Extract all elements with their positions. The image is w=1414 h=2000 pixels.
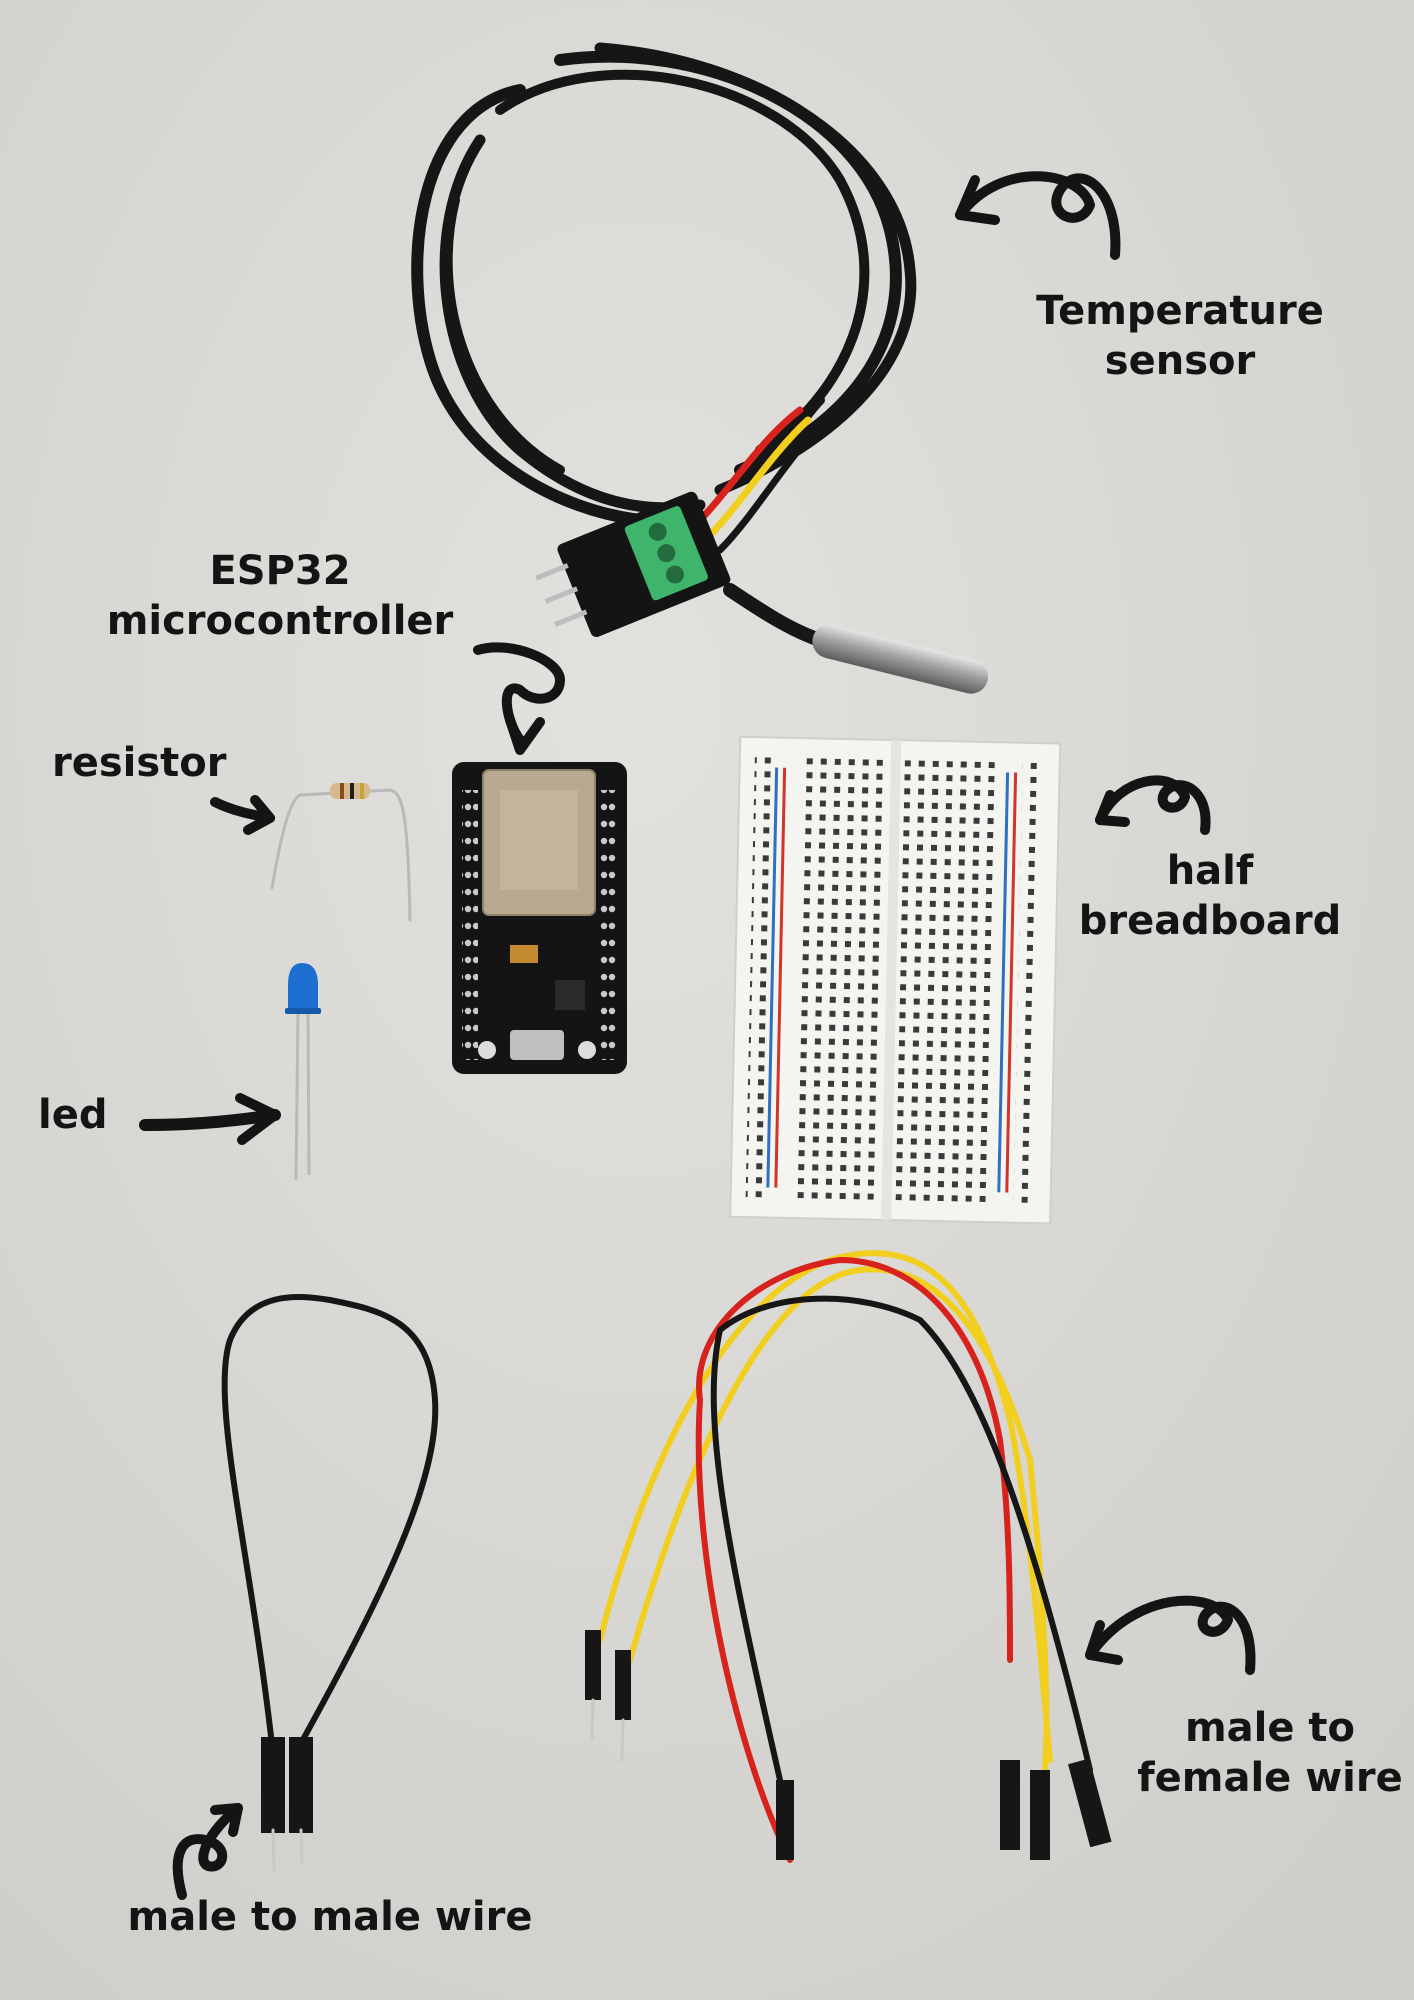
resistor xyxy=(270,783,412,922)
arrow-breadboard xyxy=(1095,775,1211,835)
label-temperature-sensor-line1: Temperature xyxy=(1036,288,1324,334)
label-resistor-text: resistor xyxy=(52,740,227,786)
label-male-to-female: male to female wire xyxy=(1120,1703,1414,1803)
sensor-probe xyxy=(723,583,989,694)
label-temperature-sensor-line2: sensor xyxy=(1104,338,1256,384)
label-male-to-female-line2: female wire xyxy=(1137,1755,1403,1801)
sensor-module xyxy=(535,491,731,638)
label-half-breadboard: half breadboard xyxy=(1070,846,1350,946)
arrow-male-to-male xyxy=(172,1803,243,1900)
male-to-female-wires xyxy=(585,1250,1112,1863)
label-esp32-line2: microcontroller xyxy=(106,598,454,644)
arrow-male-to-female xyxy=(1085,1595,1256,1675)
arrow-led xyxy=(139,1109,281,1131)
label-resistor: resistor xyxy=(52,738,227,788)
half-breadboard xyxy=(729,735,1062,1225)
label-half-breadboard-line2: breadboard xyxy=(1078,898,1342,944)
male-to-male-wire xyxy=(221,1294,439,1872)
sensor-leads xyxy=(696,406,819,554)
label-led-text: led xyxy=(38,1092,108,1138)
label-temperature-sensor: Temperature sensor xyxy=(1010,286,1350,386)
esp32-board xyxy=(452,762,627,1074)
label-male-to-male: male to male wire xyxy=(120,1892,540,1942)
label-male-to-male-text: male to male wire xyxy=(127,1894,533,1940)
label-esp32: ESP32 microcontroller xyxy=(100,546,460,646)
label-half-breadboard-line1: half xyxy=(1166,848,1254,894)
arrow-esp32 xyxy=(473,642,565,745)
temperature-sensor xyxy=(411,42,917,526)
label-led: led xyxy=(38,1090,107,1140)
arrow-temperature-sensor xyxy=(955,171,1121,260)
label-male-to-female-line1: male to xyxy=(1184,1705,1356,1751)
label-esp32-line1: ESP32 xyxy=(209,548,351,594)
led xyxy=(285,963,321,1181)
arrows xyxy=(139,171,1256,1900)
